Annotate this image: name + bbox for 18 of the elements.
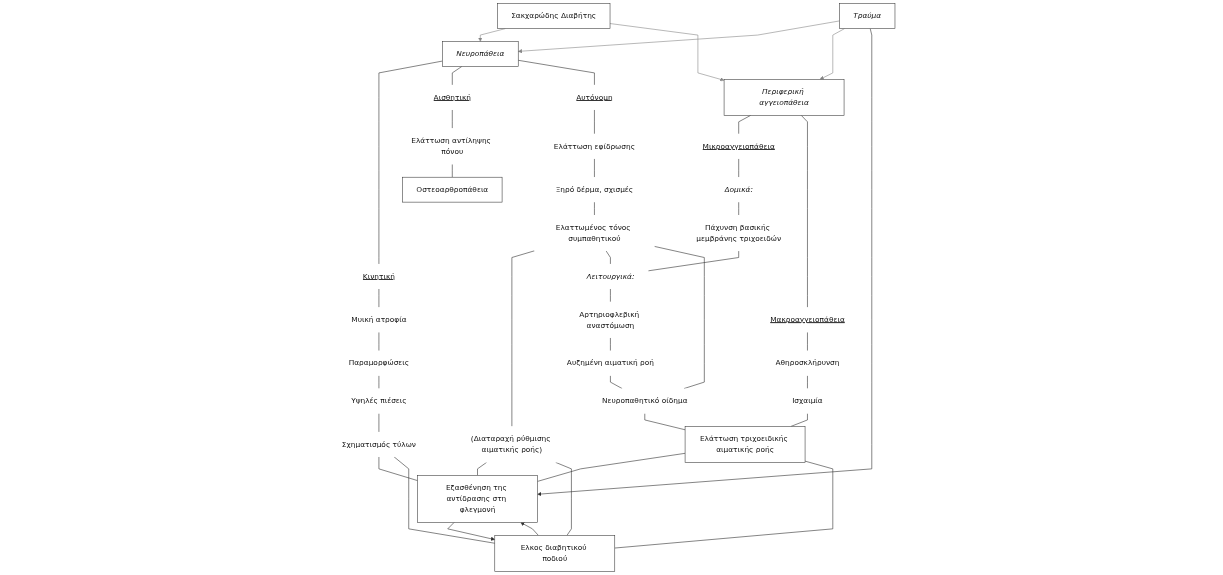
connector bbox=[555, 462, 572, 536]
connector bbox=[378, 456, 418, 481]
connector bbox=[790, 413, 808, 427]
connector bbox=[517, 60, 595, 86]
connector bbox=[801, 115, 808, 308]
connector bbox=[477, 462, 487, 476]
connector bbox=[378, 60, 443, 265]
connector bbox=[537, 453, 686, 482]
connector bbox=[654, 246, 705, 389]
connector bbox=[511, 250, 535, 427]
connector bbox=[614, 460, 834, 549]
connector bbox=[605, 250, 611, 265]
connector bbox=[644, 413, 686, 431]
connector bbox=[610, 375, 623, 389]
connector bbox=[807, 375, 808, 389]
connector bbox=[807, 331, 808, 352]
connector bbox=[452, 66, 463, 86]
connector bbox=[647, 250, 739, 272]
